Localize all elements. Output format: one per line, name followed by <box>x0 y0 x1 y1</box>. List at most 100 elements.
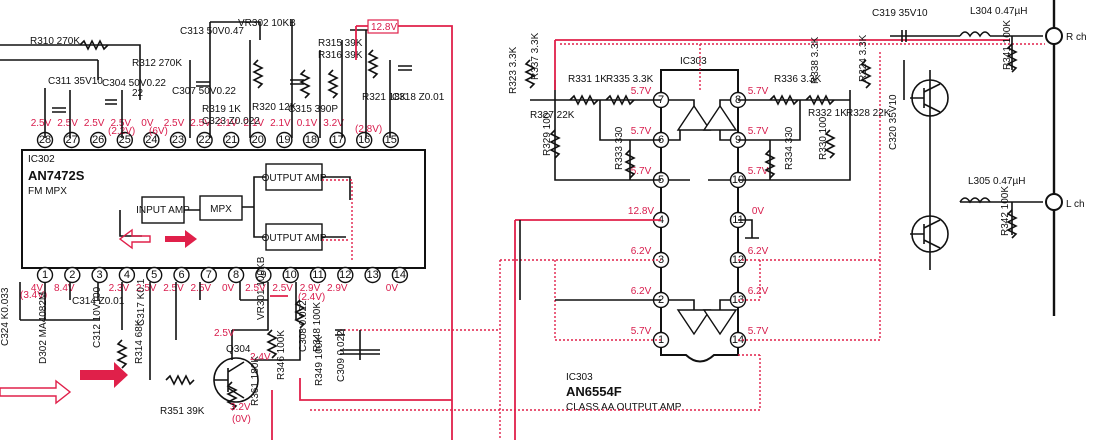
ic303-opamp-1 <box>676 104 712 131</box>
pin-number: 12 <box>339 269 351 281</box>
pin-voltage: 4V <box>31 283 44 294</box>
pin-voltage: 2.5V <box>191 283 212 294</box>
pin-voltage: 2.5V <box>57 118 78 129</box>
ic303-ref-bottom: IC303 <box>566 372 593 383</box>
pin-number: 22 <box>198 134 210 146</box>
r348-label: R348 100K <box>312 302 323 352</box>
c313-label: C313 50V0.47 <box>180 26 244 37</box>
r310-label: R310 270K <box>30 36 80 47</box>
signal-arrow-outline <box>118 228 151 250</box>
vr302-label: VR302 10KB <box>238 18 296 29</box>
pin-number: 10 <box>285 269 297 281</box>
ic302-pin24-alt: (6V) <box>149 126 168 137</box>
r330-label: R330 100 <box>818 116 829 160</box>
pin-circle <box>116 131 134 149</box>
pin-number: 4 <box>124 269 130 281</box>
pin-voltage: 0V <box>386 283 399 294</box>
ic303-opamp-3 <box>676 309 712 336</box>
c319-label: C319 35V10 <box>872 8 928 19</box>
pin-voltage: 2.1V <box>244 118 265 129</box>
ic302-output-amp-bottom-label: OUTPUT AMP <box>262 233 327 244</box>
pin-voltage: 2.9V <box>327 283 348 294</box>
pin-voltage: 6.2V <box>748 286 769 297</box>
r314-label: R314 68K <box>134 319 145 364</box>
pin-number: 3 <box>97 269 103 281</box>
pin-voltage: 2.5V <box>164 118 185 129</box>
pin-circle <box>145 266 163 284</box>
ic302-input-amp-block <box>141 196 185 224</box>
r321-label: R321 18K <box>362 92 407 103</box>
pin-voltage: 5.7V <box>631 166 652 177</box>
pin-number: 19 <box>278 134 290 146</box>
signal-arrow-red-bottom <box>80 362 128 388</box>
ic303-ref: IC303 <box>680 56 707 67</box>
pin-circle <box>276 131 293 149</box>
pin-number: 18 <box>305 134 317 146</box>
pin-voltage: 2.5V <box>31 118 52 129</box>
r-ch-jack[interactable] <box>1045 27 1063 45</box>
c320-label: C320 35V10 <box>888 94 899 150</box>
r323-label: R323 3.3K <box>508 46 519 94</box>
pin-number: 17 <box>331 134 343 146</box>
pin-circle <box>64 266 81 284</box>
l-ch-label: L ch <box>1066 199 1085 210</box>
l304-coil <box>959 31 991 38</box>
r335-label: R335 3.3K <box>606 74 654 85</box>
q304-label: Q304 <box>226 344 251 355</box>
r312-label: R312 270K <box>132 58 182 69</box>
pin-voltage: 5.7V <box>748 86 769 97</box>
pin-number: 6 <box>178 269 184 281</box>
r337-label: R337 3.3K <box>530 32 541 80</box>
pin-voltage: 2.5V <box>84 118 105 129</box>
pin-voltage: 6.2V <box>748 246 769 257</box>
signal-arrow-outline-bottom <box>0 379 72 405</box>
c309-label: C309 0.022 <box>336 330 347 382</box>
pin-voltage: 2.5V <box>190 118 211 129</box>
pin-circle <box>89 131 107 149</box>
c323-label: C323 Z0.022 <box>202 116 260 127</box>
pin-circle <box>356 131 373 149</box>
pin-voltage: 2.5V <box>111 118 132 129</box>
ic303-body <box>660 69 739 363</box>
l-ch-jack[interactable] <box>1045 193 1063 211</box>
ic302-body <box>21 149 426 269</box>
r333-label: R333 330 <box>614 126 625 170</box>
pin-voltage: 2.3V <box>109 283 130 294</box>
c314-label: C314 Z0.01 <box>72 296 125 307</box>
pin-voltage: 5.7V <box>631 326 652 337</box>
ic302-pin17-alt: (2.8V) <box>355 124 382 135</box>
pin-number: 26 <box>92 134 104 146</box>
ic303-part: AN6554F <box>566 384 622 399</box>
q304-v2: 2.4V <box>250 352 271 363</box>
pin-voltage: 8.4V <box>54 283 75 294</box>
r341-label: R341 100K <box>1002 20 1013 70</box>
pin-circle <box>255 266 272 284</box>
r342-label: R342 100K <box>1000 186 1011 236</box>
pin-circle <box>200 266 218 284</box>
signal-arrow-red <box>165 230 197 248</box>
q304-v3: 3.2V <box>230 402 251 413</box>
q304-v4: (0V) <box>232 414 251 425</box>
pin-voltage: 12.8V <box>628 206 654 217</box>
pin-number: 13 <box>366 269 378 281</box>
pin-voltage: 0V <box>141 118 154 129</box>
ic302-pin1-alt: (3.4V) <box>20 290 47 301</box>
r361-label: R361 180K <box>250 356 261 406</box>
pin-number: 16 <box>358 134 370 146</box>
ic302-mpx-label: MPX <box>210 204 232 215</box>
c308-label: C308 0.022 <box>298 300 309 352</box>
pin-number: 1 <box>42 269 48 281</box>
pin-voltage: 5.7V <box>748 166 769 177</box>
pin-circle <box>364 266 381 284</box>
r319-label: R319 1K <box>202 104 241 115</box>
r331-label: R331 1K <box>568 74 607 85</box>
c324-label: C324 K0.033 <box>0 287 11 346</box>
pin-voltage: 6.2V <box>631 286 652 297</box>
pin-circle <box>309 266 327 284</box>
pin-circle <box>91 266 108 284</box>
pin-circle <box>118 266 136 284</box>
c315-label: C315 390P <box>288 104 338 115</box>
c304b-label: 22 <box>132 88 144 99</box>
pin-voltage: 5.7V <box>631 126 652 137</box>
pin-circle <box>282 266 299 284</box>
